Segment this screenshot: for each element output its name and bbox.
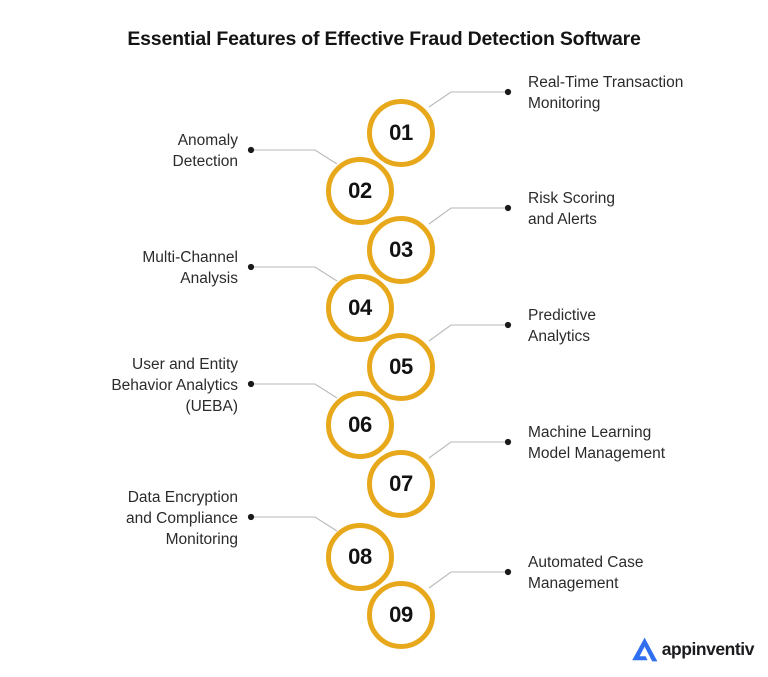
step-number-07: 07 [389, 471, 413, 496]
connector-dot-01 [504, 88, 512, 96]
step-number-09: 09 [389, 602, 413, 627]
connector-line-01 [428, 91, 506, 108]
appinventiv-logo-text: appinventiv [661, 638, 755, 659]
step-number-01: 01 [389, 120, 413, 145]
step-circle-05[interactable]: 05 [367, 333, 435, 401]
connector-line-09 [428, 571, 506, 589]
step-number-03: 03 [389, 237, 413, 262]
step-number-06: 06 [348, 412, 372, 437]
step-label-07: Machine Learning Model Management [528, 424, 665, 463]
step-circle-08[interactable]: 08 [326, 523, 394, 591]
step-number-04: 04 [348, 295, 372, 320]
step-label-06: User and Entity Behavior Analytics (UEBA… [111, 356, 238, 416]
step-circle-04[interactable]: 04 [326, 274, 394, 342]
connector-dot-03 [504, 204, 512, 212]
step-circle-03[interactable]: 03 [367, 216, 435, 284]
connector-line-04 [253, 266, 338, 282]
step-label-02: Anomaly Detection [172, 132, 238, 171]
connector-line-06 [253, 383, 338, 399]
step-number-08: 08 [348, 544, 372, 569]
step-label-08: Data Encryption and Compliance Monitorin… [125, 489, 238, 549]
connector-dot-09 [504, 568, 512, 576]
connector-dot-06 [247, 380, 255, 388]
connector-dot-02 [247, 146, 255, 154]
connector-dot-08 [247, 513, 255, 521]
connector-dot-05 [504, 321, 512, 329]
step-label-05: Predictive Analytics [528, 307, 597, 346]
step-number-02: 02 [348, 178, 372, 203]
connector-dot-07 [504, 438, 512, 446]
step-label-03: Risk Scoring and Alerts [528, 190, 615, 229]
connector-line-08 [253, 516, 338, 532]
step-circle-02[interactable]: 02 [326, 157, 394, 225]
connector-line-07 [428, 441, 506, 459]
step-label-01: Real-Time Transaction Monitoring [528, 74, 684, 113]
step-circle-09[interactable]: 09 [367, 581, 435, 649]
appinventiv-logo[interactable]: appinventiv [630, 636, 754, 663]
page-title: Essential Features of Effective Fraud De… [127, 28, 641, 50]
connector-line-02 [253, 149, 338, 165]
connector-line-03 [428, 207, 506, 225]
step-label-09: Automated Case Management [528, 554, 644, 593]
appinventiv-a-mark-icon [631, 637, 658, 662]
connector-dot-04 [247, 263, 255, 271]
connector-line-05 [428, 324, 506, 342]
step-number-05: 05 [389, 354, 413, 379]
step-circle-07[interactable]: 07 [367, 450, 435, 518]
step-label-04: Multi-Channel Analysis [142, 249, 238, 288]
step-circle-01[interactable]: 01 [367, 99, 435, 167]
step-circle-06[interactable]: 06 [326, 391, 394, 459]
